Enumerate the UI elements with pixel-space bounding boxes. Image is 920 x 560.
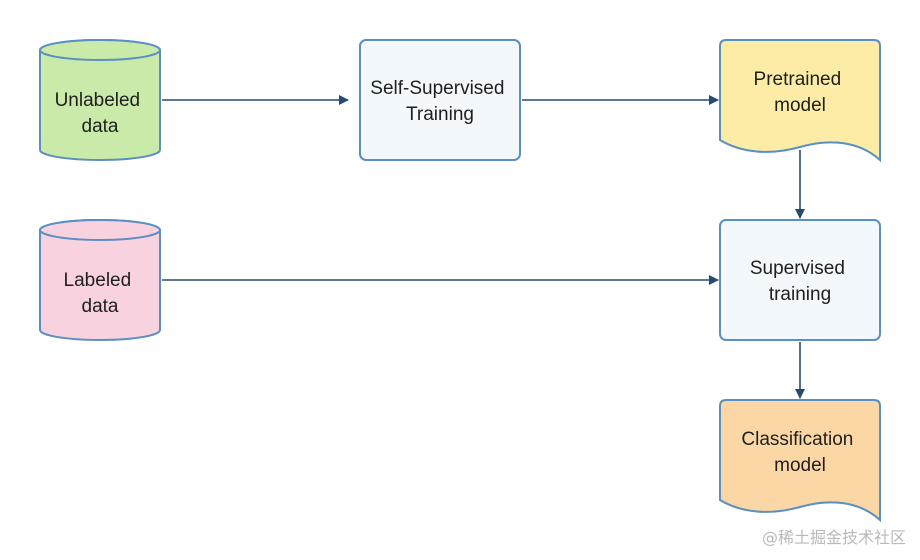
labeled-data-cylinder-top <box>39 219 161 241</box>
self-supervised-training-label-line1: Self-Supervised <box>370 78 504 99</box>
svg-text:Self-Supervised Training: Self-Supervised Training <box>370 78 509 125</box>
unlabeled-data-label-line2: data <box>82 116 119 137</box>
labeled-data-label-line2: data <box>82 296 119 317</box>
self-supervised-training-label-line2: Training <box>406 104 474 125</box>
watermark: @稀土掘金技术社区 <box>761 528 906 547</box>
unlabeled-data-node: Unlabeled data <box>39 39 161 161</box>
pretrained-model-node: Pretrained model <box>719 39 881 163</box>
self-supervised-training-node: Self-Supervised Training <box>359 39 521 161</box>
supervised-training-box <box>719 219 881 341</box>
unlabeled-data-label-line1: Unlabeled <box>55 90 141 111</box>
classification-model-document <box>719 399 881 523</box>
svg-text:Unlabeled data: Unlabeled data <box>55 90 146 137</box>
edges <box>162 95 805 399</box>
svg-text:Classification model: Classification model <box>741 429 858 476</box>
svg-text:Labeled data: Labeled data <box>64 270 137 317</box>
supervised-training-label-line2: training <box>769 284 831 305</box>
supervised-training-node: Supervised training <box>719 219 881 341</box>
svg-text:Supervised training: Supervised training <box>750 258 850 305</box>
pretrained-model-label-line1: Pretrained <box>754 69 842 90</box>
classification-model-label-line1: Classification <box>741 429 853 450</box>
labeled-data-node: Labeled data <box>39 219 161 341</box>
labeled-data-label-line1: Labeled <box>64 270 132 291</box>
unlabeled-data-cylinder-top <box>39 39 161 61</box>
supervised-training-label-line1: Supervised <box>750 258 845 279</box>
pretrained-model-document <box>719 39 881 163</box>
pretrained-model-label-line2: model <box>774 95 826 116</box>
svg-text:Pretrained model: Pretrained model <box>754 69 847 116</box>
self-supervised-training-box <box>359 39 521 161</box>
classification-model-label-line2: model <box>774 455 826 476</box>
classification-model-node: Classification model <box>719 399 881 523</box>
